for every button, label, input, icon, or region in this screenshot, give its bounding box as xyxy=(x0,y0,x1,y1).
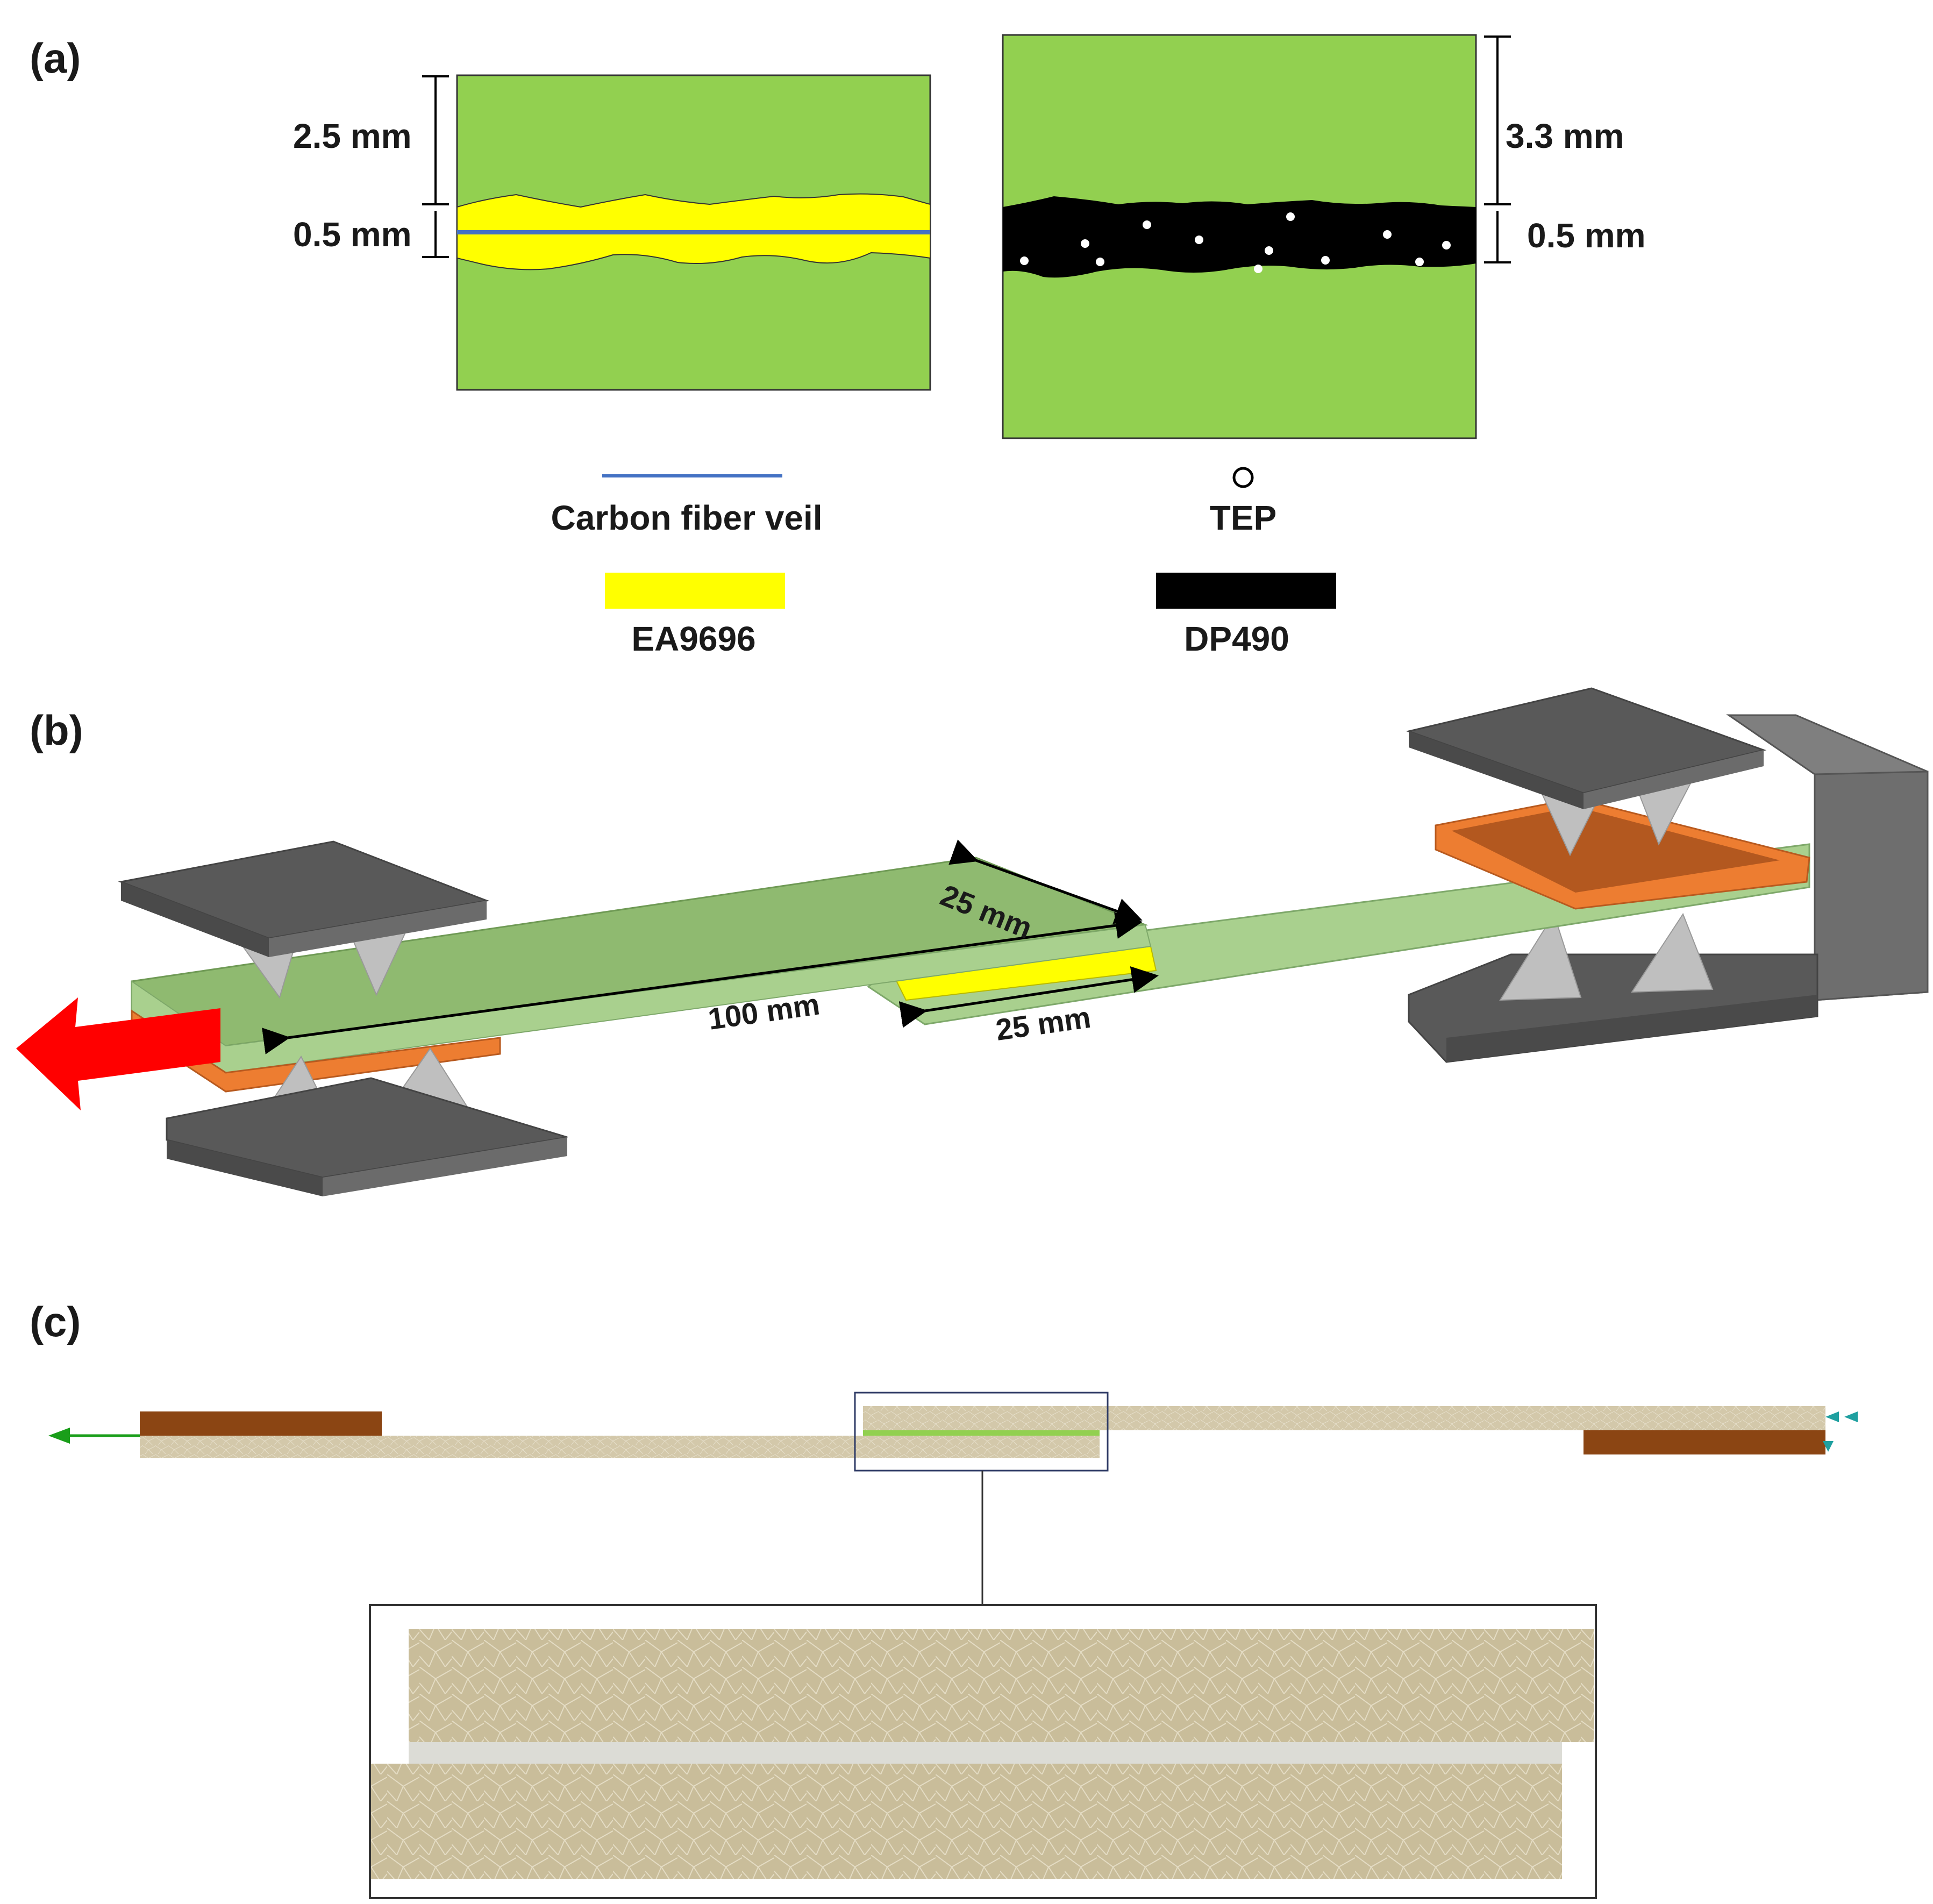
right-fixed-clamp xyxy=(1408,714,1929,1063)
tep-particles xyxy=(1020,212,1451,273)
material-legend: Carbon fiber veil TEP EA9696 DP490 xyxy=(551,467,1336,658)
dim-adhesive-thickness-right: 0.5 mm xyxy=(1527,216,1646,255)
fe-top-adherend xyxy=(863,1406,1825,1430)
panel-label-a: (a) xyxy=(30,34,81,82)
fe-left-tab xyxy=(140,1411,382,1436)
right-lower-support xyxy=(1499,912,1582,1001)
legend-tep-swatch xyxy=(1232,467,1254,488)
legend-tep-label: TEP xyxy=(1210,498,1276,537)
fe-bottom-adherend xyxy=(140,1436,1100,1458)
panel-c: (c) xyxy=(30,1298,1858,1899)
fe-fixed-boundary-condition xyxy=(1823,1411,1858,1452)
dimension-arrows-3d xyxy=(262,839,1159,1054)
fe-overlap-detail xyxy=(369,1604,1597,1899)
detail-top-adherend xyxy=(409,1629,1594,1742)
legend-ea9696-swatch xyxy=(605,573,785,609)
detail-bottom-adherend xyxy=(371,1764,1562,1879)
dim-adhesive-thickness-left: 0.5 mm xyxy=(293,215,412,254)
panel-label-b: (b) xyxy=(30,707,83,754)
legend-veil-label: Carbon fiber veil xyxy=(551,498,823,537)
fe-right-tab xyxy=(1584,1430,1825,1454)
panel-b: (b) xyxy=(16,687,1929,1196)
legend-dp490-swatch xyxy=(1156,573,1336,609)
panel-label-c: (c) xyxy=(30,1298,81,1345)
legend-dp490-label: DP490 xyxy=(1184,619,1289,658)
dim-adherend-thickness-left: 2.5 mm xyxy=(293,117,412,155)
dimension-lines-left xyxy=(422,75,449,258)
fe-adhesive-layer xyxy=(863,1430,1100,1436)
panel-a: (a) 2.5 mm 0.5 mm xyxy=(30,34,1646,658)
tensile-load-arrow xyxy=(16,997,220,1110)
dim-adherend-thickness-right: 3.3 mm xyxy=(1506,117,1624,155)
fe-model-overview xyxy=(48,1392,1858,1605)
ea9696-joint-cross-section: 2.5 mm 0.5 mm xyxy=(293,74,931,391)
dp490-joint-cross-section: 3.3 mm 0.5 mm xyxy=(1002,34,1646,439)
legend-ea9696-label: EA9696 xyxy=(631,619,755,658)
dp490-adhesive-layer xyxy=(1003,196,1476,278)
dimension-lines-right xyxy=(1484,35,1511,263)
zoom-region-box xyxy=(854,1392,1109,1472)
detail-adhesive-layer xyxy=(409,1742,1562,1764)
